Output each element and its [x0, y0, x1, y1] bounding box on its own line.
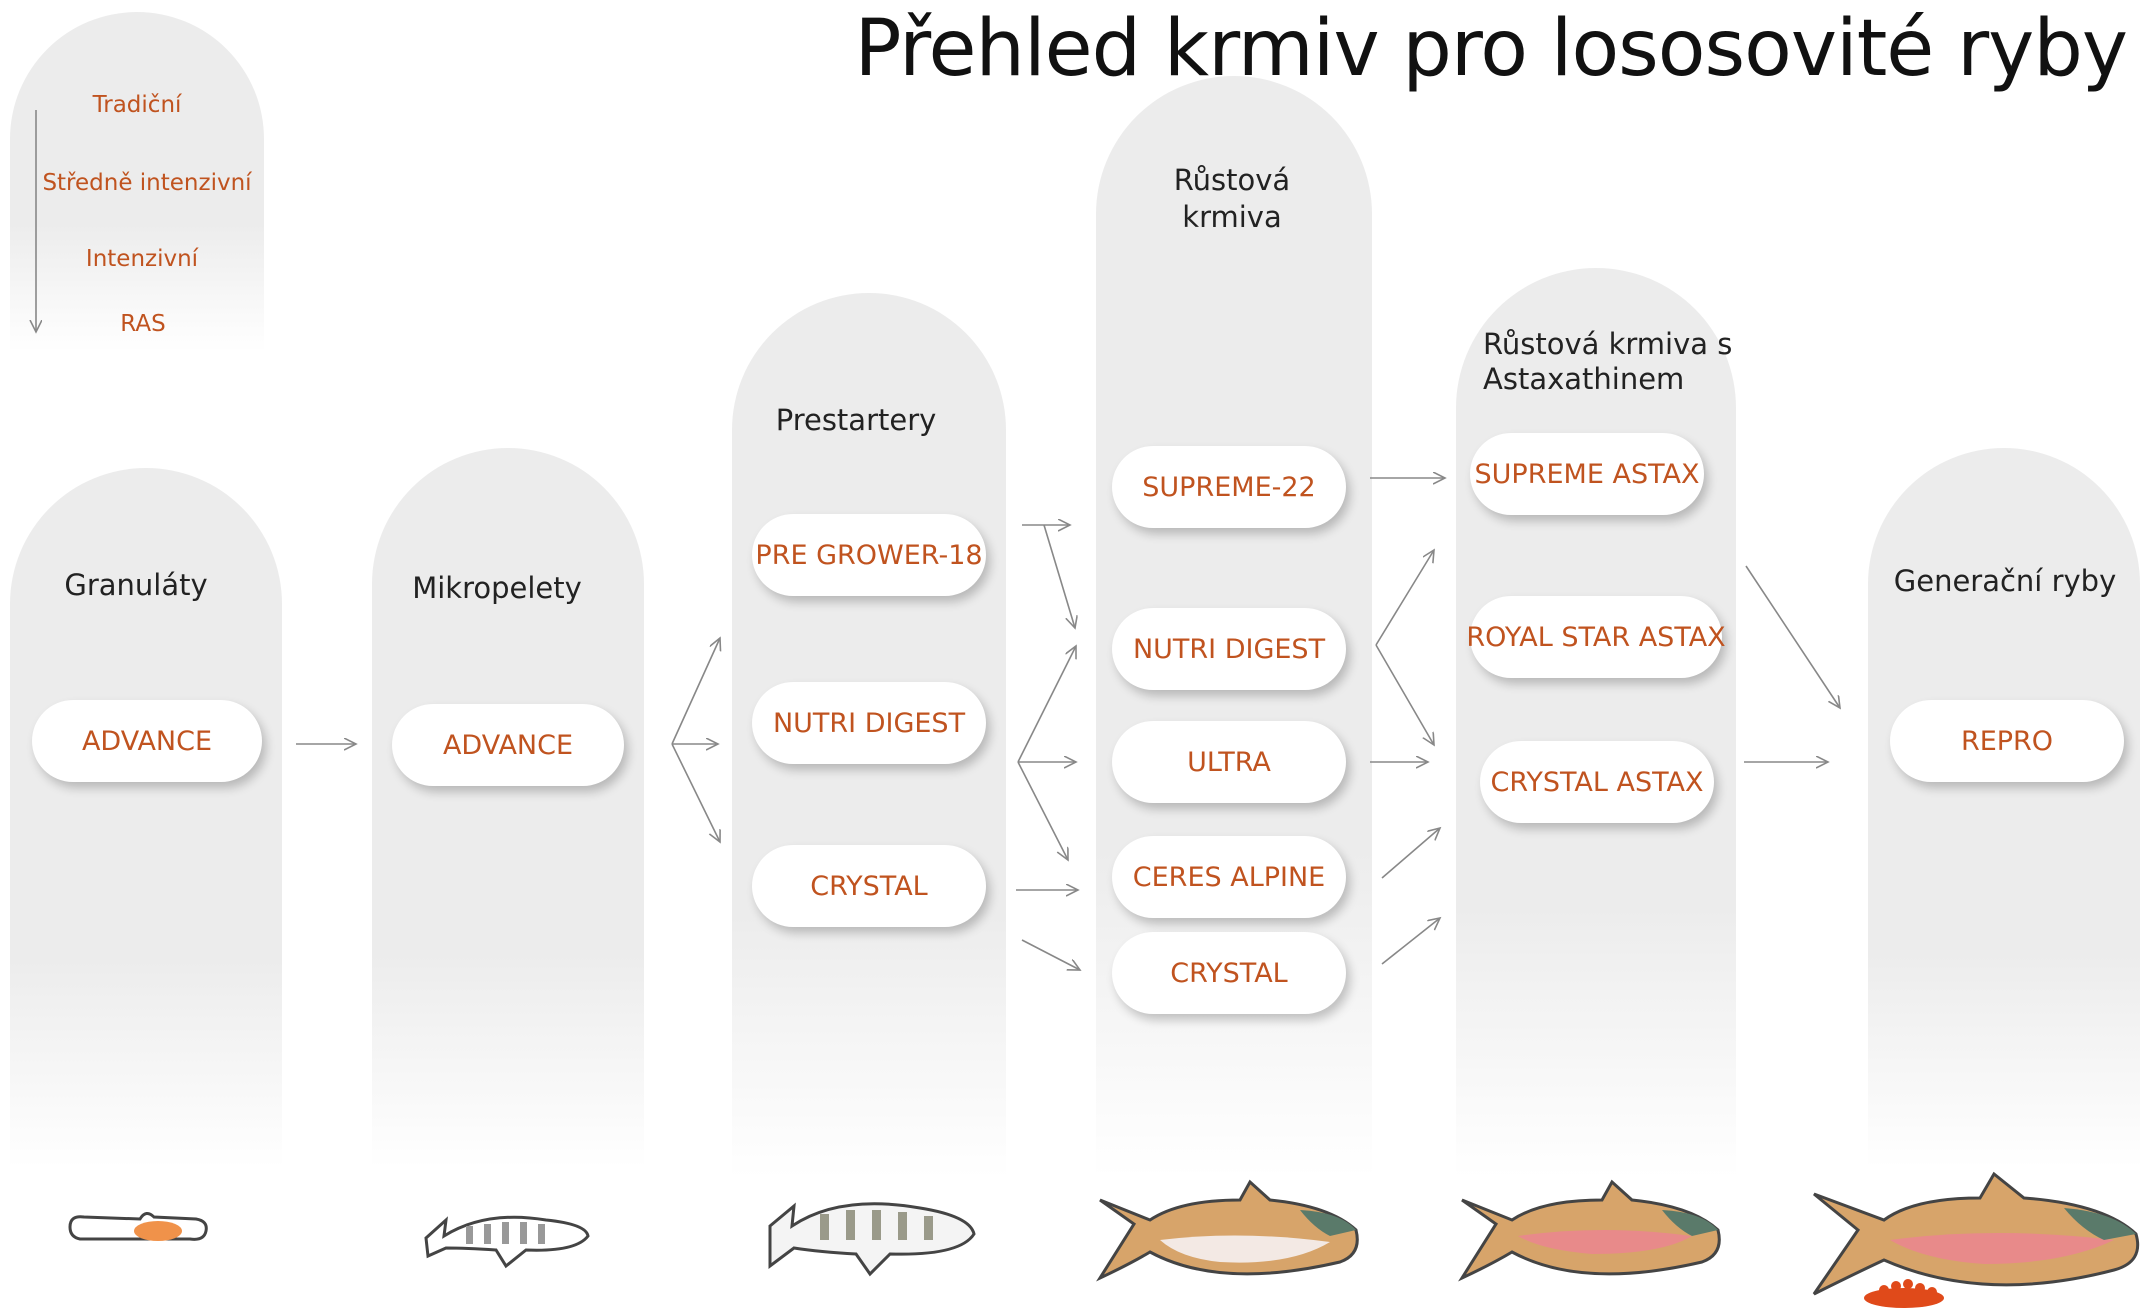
legend-item-stredne: Středně intenzivní — [42, 170, 252, 196]
column-title-granulaty: Granuláty — [64, 568, 208, 602]
column-title-rustova-1: Růstová — [1173, 163, 1291, 197]
page-title: Přehled krmiv pro lososovité ryby — [854, 4, 2128, 94]
column-title-generacni: Generační ryby — [1893, 564, 2117, 598]
column-generacni — [1868, 448, 2140, 1168]
feed-advance-granulaty[interactable]: ADVANCE — [32, 700, 262, 782]
fry-fish-icon — [424, 1215, 590, 1269]
arrow-astax-repro-1 — [1745, 565, 1840, 708]
feed-ultra[interactable]: ULTRA — [1112, 721, 1346, 803]
feed-pre-grower-18[interactable]: PRE GROWER-18 — [752, 514, 986, 596]
arrow-pregrower-nutri — [1043, 524, 1075, 628]
column-title-astax-1: Růstová krmiva s — [1483, 327, 1733, 361]
arrow-mikro-pregrower — [671, 638, 720, 745]
juvenile-fish-icon — [768, 1202, 976, 1277]
arrow-nutri-nutri — [1017, 646, 1076, 763]
legend-item-intenzivni: Intenzivní — [85, 246, 199, 272]
arrow-ceres-crystalastax — [1381, 828, 1440, 879]
arrow-crystal-crystalastax — [1381, 918, 1440, 965]
legend-panel — [10, 12, 264, 352]
feed-supreme-22[interactable]: SUPREME-22 — [1112, 446, 1346, 528]
column-title-rustova-2: krmiva — [1182, 200, 1282, 234]
feed-repro[interactable]: REPRO — [1890, 700, 2124, 782]
legend-item-ras: RAS — [120, 311, 166, 337]
legend-item-tradicni: Tradiční — [92, 92, 182, 118]
feed-ceres-alpine[interactable]: CERES ALPINE — [1112, 836, 1346, 918]
column-astax — [1456, 268, 1736, 1178]
feed-nutri-digest-rustova[interactable]: NUTRI DIGEST — [1112, 608, 1346, 690]
astax-trout-icon — [1458, 1179, 1721, 1282]
column-mikropelety — [372, 448, 644, 1168]
feed-supreme-astax[interactable]: SUPREME ASTAX — [1470, 433, 1704, 515]
column-granulaty — [10, 468, 282, 1168]
arrow-nutri-ceres — [1017, 761, 1068, 860]
fish-egg-icon — [68, 1212, 208, 1241]
broodstock-trout-icon — [1812, 1171, 2140, 1308]
arrow-mikro-crystal — [671, 743, 720, 842]
feed-advance-mikropelety[interactable]: ADVANCE — [392, 704, 624, 786]
arrow-nutri-crystalastax — [1375, 644, 1434, 745]
column-title-mikropelety: Mikropelety — [412, 571, 582, 605]
feed-crystal-astax[interactable]: CRYSTAL ASTAX — [1480, 741, 1714, 823]
feed-crystal-rustova[interactable]: CRYSTAL — [1112, 932, 1346, 1014]
column-title-astax-2: Astaxathinem — [1483, 362, 1685, 396]
trout-icon — [1096, 1179, 1359, 1282]
arrow-crystal-crystal — [1021, 939, 1080, 970]
feed-royal-star-astax[interactable]: ROYAL STAR ASTAX — [1466, 596, 1726, 678]
column-title-prestartery: Prestartery — [775, 403, 937, 437]
arrow-nutri-royal — [1375, 550, 1434, 646]
feed-crystal-prestarter[interactable]: CRYSTAL — [752, 845, 986, 927]
feed-nutri-digest-prestarter[interactable]: NUTRI DIGEST — [752, 682, 986, 764]
